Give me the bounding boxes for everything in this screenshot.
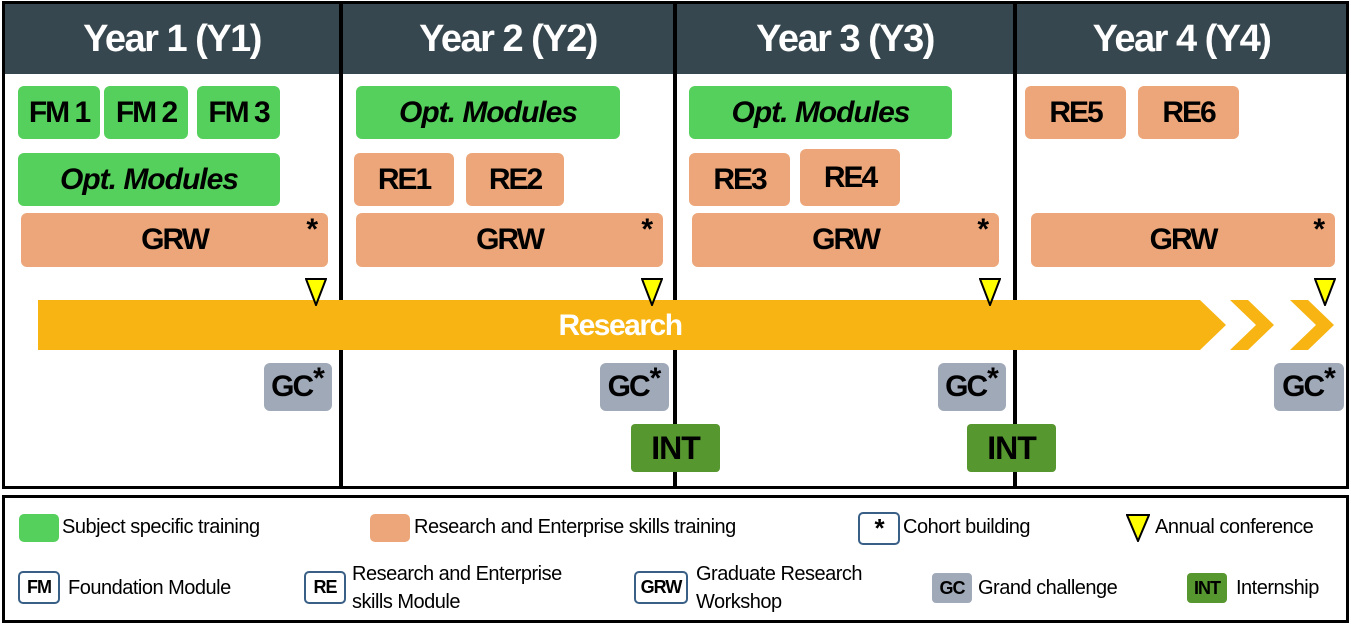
year-1-header: Year 1 (Y1) — [5, 4, 339, 74]
legend-conference-label: Annual conference — [1155, 516, 1314, 538]
gc-label: GC — [1282, 370, 1325, 403]
legend-int-key: INT — [1187, 573, 1227, 603]
legend-re-module-line1: Research and Enterprise — [352, 563, 562, 585]
legend-subject-swatch — [19, 514, 59, 542]
module-fm2: FM 2 — [104, 86, 188, 139]
module-opt-y3: Opt. Modules — [689, 86, 952, 139]
research-arrow — [38, 300, 1334, 350]
cohort-star-icon: * — [306, 213, 318, 246]
grand-challenge-y3: GC* — [938, 362, 1006, 411]
research-arrow-body — [38, 300, 1226, 350]
legend-cohort-label: Cohort building — [903, 516, 1031, 538]
legend-fm-key: FM — [18, 571, 60, 604]
cohort-star-icon: * — [1313, 213, 1325, 246]
legend-grw-line2: Workshop — [696, 591, 782, 613]
legend-conference-icon — [1126, 514, 1150, 542]
internship-y2: INT — [631, 424, 720, 472]
cohort-star-icon: * — [313, 362, 325, 395]
cohort-star-icon: * — [649, 362, 662, 395]
module-re3: RE3 — [689, 153, 790, 206]
legend-gc-label: Grand challenge — [978, 577, 1118, 599]
grw-label: GRW — [141, 223, 210, 256]
year-4-header: Year 4 (Y4) — [1017, 4, 1346, 74]
annual-conference-icon — [1314, 278, 1336, 306]
internship-y3: INT — [967, 424, 1056, 472]
annual-conference-icon — [305, 278, 327, 306]
module-re6: RE6 — [1138, 86, 1239, 139]
grw-label: GRW — [1149, 223, 1219, 256]
grw-y4: GRW * — [1031, 213, 1335, 267]
module-re4: RE4 — [800, 149, 900, 206]
cohort-star-icon: * — [987, 362, 999, 395]
grw-label: GRW — [812, 223, 881, 256]
legend-subject-label: Subject specific training — [62, 516, 260, 538]
grand-challenge-y4: GC* — [1274, 362, 1344, 411]
legend-frame — [2, 495, 1349, 623]
cohort-star-icon: * — [1324, 362, 1336, 395]
grw-y2: GRW * — [356, 213, 663, 267]
legend-cohort-key: * — [858, 512, 900, 545]
module-opt-y2: Opt. Modules — [356, 86, 620, 139]
cohort-star-icon: * — [641, 213, 653, 246]
year-2-header: Year 2 (Y2) — [343, 4, 673, 74]
research-chevron-icon — [1290, 300, 1334, 350]
year-divider — [1013, 1, 1017, 489]
legend-re-module-line2: skills Module — [352, 591, 460, 613]
gc-label: GC — [945, 370, 988, 403]
legend-re-key: RE — [304, 571, 346, 604]
gc-label: GC — [607, 370, 651, 403]
module-re5: RE5 — [1025, 86, 1126, 139]
legend-grw-line1: Graduate Research — [696, 563, 863, 585]
annual-conference-icon — [641, 278, 663, 306]
legend-grw-key: GRW — [634, 571, 688, 604]
research-label: Research — [558, 309, 683, 342]
module-fm1: FM 1 — [18, 86, 100, 139]
gc-label: GC — [271, 370, 314, 403]
module-fm3: FM 3 — [197, 86, 280, 139]
module-opt-y1: Opt. Modules — [18, 153, 280, 206]
grand-challenge-y1: GC* — [264, 362, 332, 411]
legend-re-swatch — [370, 514, 410, 542]
year-divider — [673, 1, 677, 489]
grw-label: GRW — [476, 223, 545, 256]
legend-re-label: Research and Enterprise skills training — [414, 516, 736, 538]
grw-y1: GRW * — [21, 213, 328, 267]
year-divider — [339, 1, 343, 489]
grand-challenge-y2: GC* — [600, 362, 669, 411]
year-3-header: Year 3 (Y3) — [677, 4, 1013, 74]
module-re1: RE1 — [354, 153, 454, 206]
grw-y3: GRW * — [692, 213, 999, 267]
research-chevron-icon — [1230, 300, 1274, 350]
legend-fm-label: Foundation Module — [68, 577, 231, 599]
annual-conference-icon — [979, 278, 1001, 306]
legend-int-label: Internship — [1236, 577, 1319, 599]
cohort-star-icon: * — [977, 213, 989, 246]
legend-gc-key: GC — [932, 573, 972, 603]
module-re2: RE2 — [466, 153, 564, 206]
